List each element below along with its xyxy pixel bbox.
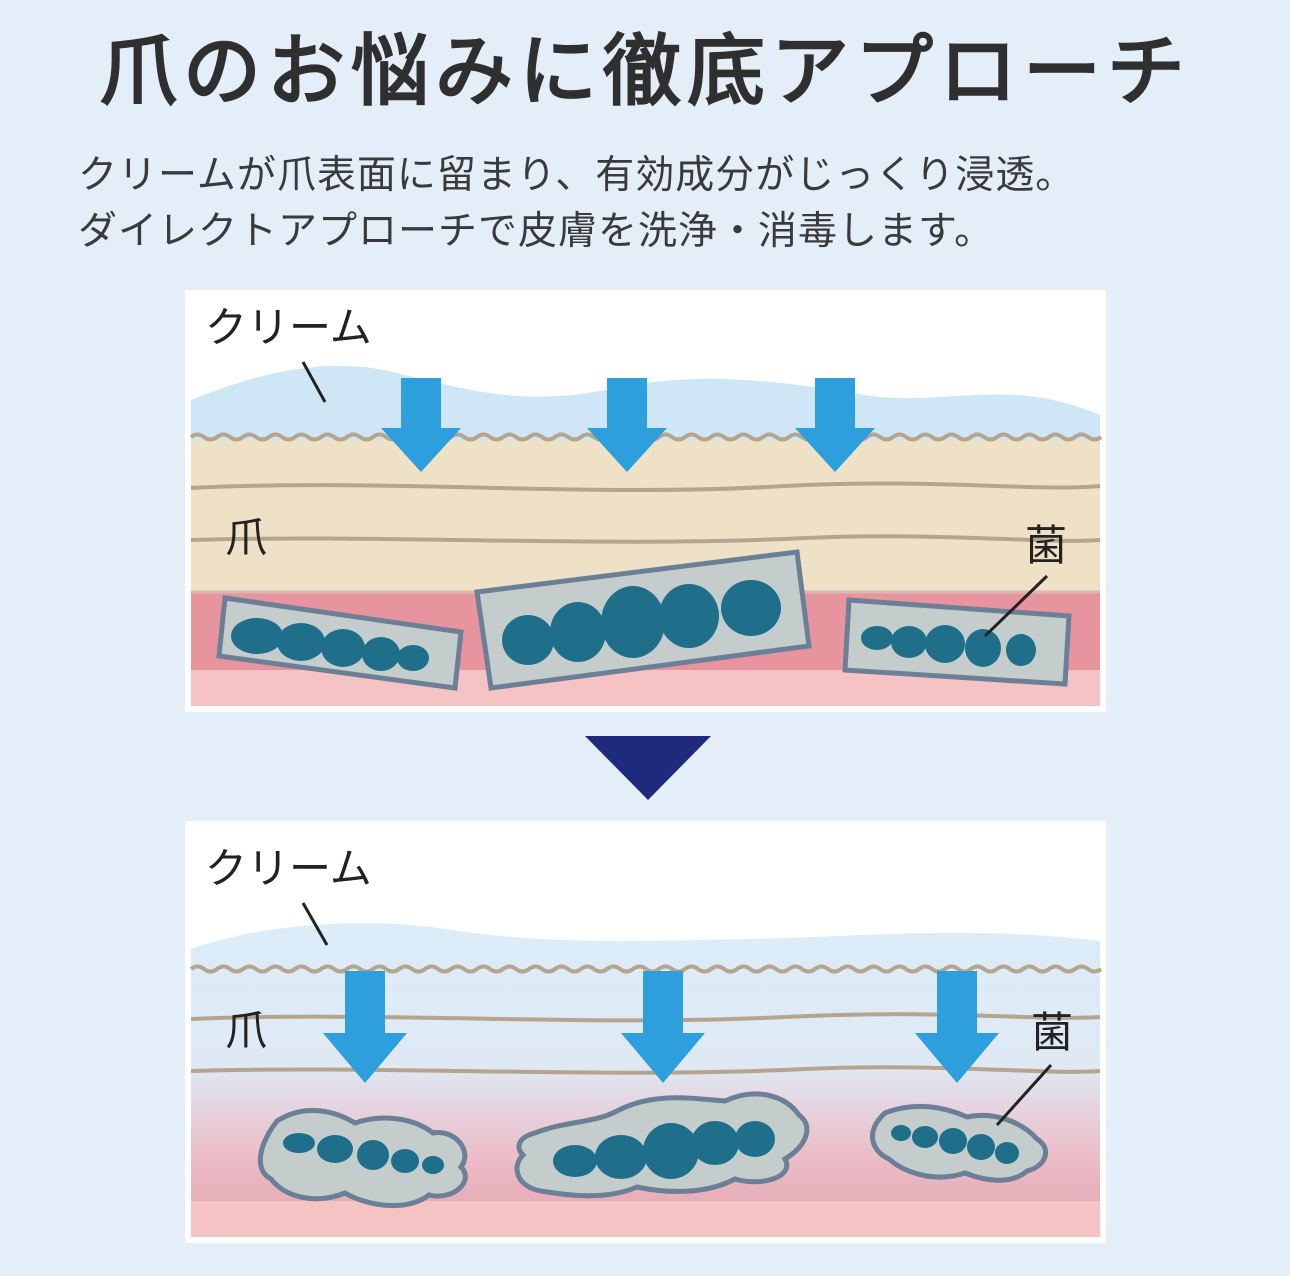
down-arrow — [915, 971, 999, 1083]
bacteria-cluster-right — [842, 597, 1072, 687]
label-cream: クリーム — [205, 303, 372, 352]
down-arrow — [621, 971, 705, 1083]
subtitle-line-1: クリームが爪表面に留まり、有効成分がじっくり浸透。 — [78, 153, 1076, 198]
bacteria-cluster-left — [216, 595, 464, 691]
down-arrow — [587, 378, 667, 472]
down-arrow — [381, 378, 461, 472]
nail-line — [190, 481, 1101, 492]
down-arrow — [795, 378, 875, 472]
subtitle-line-2: ダイレクトアプローチで皮膚を洗浄・消毒します。 — [78, 209, 995, 254]
diagram-before-panel: クリーム 爪 菌 — [185, 290, 1106, 712]
subtitle: クリームが爪表面に留まり、有効成分がじっくり浸透。 ダイレクトアプローチで皮膚を… — [78, 148, 1268, 260]
label-nail: 爪 — [225, 1006, 267, 1055]
leader-line — [983, 574, 1049, 638]
leader-line — [301, 361, 327, 403]
label-bacteria: 菌 — [1031, 1008, 1073, 1057]
label-bacteria: 菌 — [1025, 521, 1067, 570]
bacteria-blob-center — [514, 1091, 810, 1199]
bacteria-blob-right — [870, 1103, 1049, 1183]
leader-line — [301, 902, 329, 946]
penetration-arrows — [381, 378, 875, 472]
skin-lower-layer — [191, 1201, 1100, 1237]
page-title: 爪のお悩みに徹底アプローチ — [98, 26, 1191, 117]
down-arrow — [323, 971, 407, 1083]
penetration-arrows — [323, 971, 999, 1083]
nail-line — [190, 534, 1101, 544]
nail-layer — [191, 435, 1100, 592]
bacteria-cluster-center — [474, 549, 812, 691]
label-nail: 爪 — [225, 513, 267, 562]
diagram-after-panel: クリーム 爪 菌 — [185, 821, 1106, 1243]
cream-nail-boundary — [189, 964, 1103, 974]
leader-line — [995, 1063, 1053, 1127]
label-cream: クリーム — [205, 844, 372, 893]
step-down-arrow — [585, 736, 711, 800]
bacteria-blob-left — [257, 1107, 468, 1209]
